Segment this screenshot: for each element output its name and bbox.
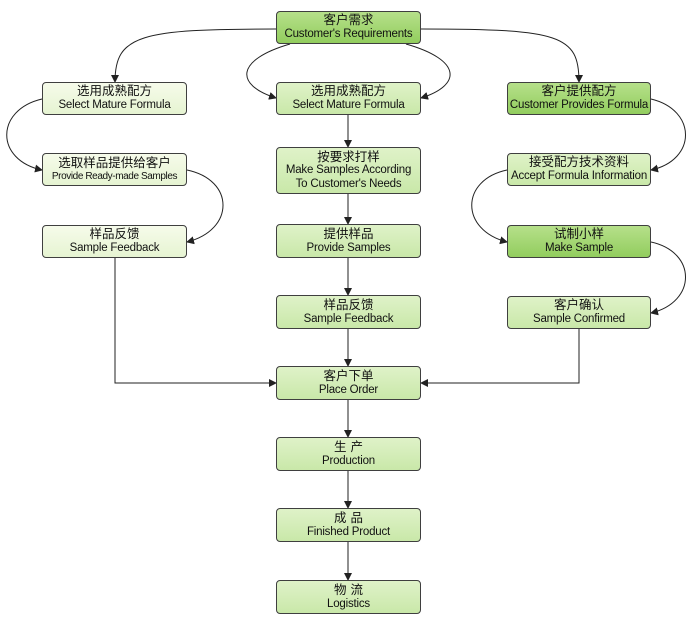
node-finished-product: 成 品 Finished Product <box>276 508 421 542</box>
node-zh-label: 选用成熟配方 <box>76 83 152 99</box>
node-zh-label: 客户需求 <box>323 12 374 28</box>
node-zh-label: 物 流 <box>334 581 363 597</box>
node-zh-label: 接受配方技术资料 <box>528 154 629 170</box>
node-right-accept-formula-information: 接受配方技术资料 Accept Formula Information <box>507 153 651 186</box>
node-right-sample-confirmed: 客户确认 Sample Confirmed <box>507 296 651 329</box>
arrow-requirements-to-left <box>111 28 277 83</box>
node-zh-label: 生 产 <box>334 438 363 454</box>
node-en-label: Sample Feedback <box>303 312 394 325</box>
node-zh-label: 选用成熟配方 <box>310 83 386 99</box>
node-zh-label: 提供样品 <box>323 225 374 241</box>
node-en-label: Provide Samples <box>306 241 391 254</box>
node-en-label: Customer's Requirements <box>284 28 413 41</box>
arrow-requirements-to-center-right <box>405 43 451 100</box>
node-zh-label: 按要求打样 <box>317 148 380 164</box>
arrow-right-accept-to-make <box>471 169 508 245</box>
node-en-label: Make Sample <box>544 242 614 255</box>
node-zh-label: 客户提供配方 <box>541 83 617 99</box>
node-zh-label: 客户确认 <box>553 297 604 313</box>
node-zh-label: 成 品 <box>334 509 363 525</box>
node-center-provide-samples: 提供样品 Provide Samples <box>276 224 421 258</box>
node-en-label: Select Mature Formula <box>58 99 171 112</box>
node-right-make-sample: 试制小样 Make Sample <box>507 225 651 258</box>
node-en-label: Accept Formula Information <box>510 170 648 183</box>
arrow-requirements-to-right <box>420 28 583 83</box>
node-place-order: 客户下单 Place Order <box>276 366 421 400</box>
node-en-label: Sample Feedback <box>69 242 160 255</box>
arrow-right-customer-to-accept <box>650 98 686 173</box>
node-en-label: Sample Confirmed <box>532 313 626 326</box>
node-en-label: Make Samples According To Customer's Nee… <box>285 164 412 190</box>
node-center-select-mature-formula: 选用成熟配方 Select Mature Formula <box>276 82 421 115</box>
node-center-sample-feedback: 样品反馈 Sample Feedback <box>276 295 421 329</box>
node-zh-label: 选取样品提供给客户 <box>58 155 171 171</box>
node-zh-label: 样品反馈 <box>323 296 374 312</box>
node-logistics: 物 流 Logistics <box>276 580 421 614</box>
node-en-label: Production <box>322 454 375 467</box>
node-customer-requirements: 客户需求 Customer's Requirements <box>276 11 421 44</box>
node-en-label: Finished Product <box>306 525 391 538</box>
node-en-label: Provide Ready-made Samples <box>51 170 178 182</box>
node-right-customer-provides-formula: 客户提供配方 Customer Provides Formula <box>507 82 651 115</box>
arrow-left-provide-to-feedback <box>186 169 224 245</box>
arrow-right-confirmed-to-order <box>420 329 580 387</box>
node-left-provide-ready-made-samples: 选取样品提供给客户 Provide Ready-made Samples <box>42 153 187 186</box>
arrow-left-select-to-provide <box>6 98 43 173</box>
node-zh-label: 客户下单 <box>323 367 374 383</box>
node-zh-label: 试制小样 <box>553 226 604 242</box>
node-center-make-samples: 按要求打样 Make Samples According To Customer… <box>276 147 421 194</box>
node-left-select-mature-formula: 选用成熟配方 Select Mature Formula <box>42 82 187 115</box>
node-production: 生 产 Production <box>276 437 421 471</box>
arrow-right-make-to-confirmed <box>650 241 686 316</box>
node-en-label: Logistics <box>327 597 370 610</box>
arrow-requirements-to-center-left <box>246 43 291 100</box>
node-left-sample-feedback: 样品反馈 Sample Feedback <box>42 225 187 258</box>
node-en-label: Select Mature Formula <box>292 99 405 112</box>
arrow-left-feedback-to-order <box>114 258 277 387</box>
node-en-label: Place Order <box>318 383 379 396</box>
node-zh-label: 样品反馈 <box>89 226 140 242</box>
node-en-label: Customer Provides Formula <box>509 99 649 112</box>
